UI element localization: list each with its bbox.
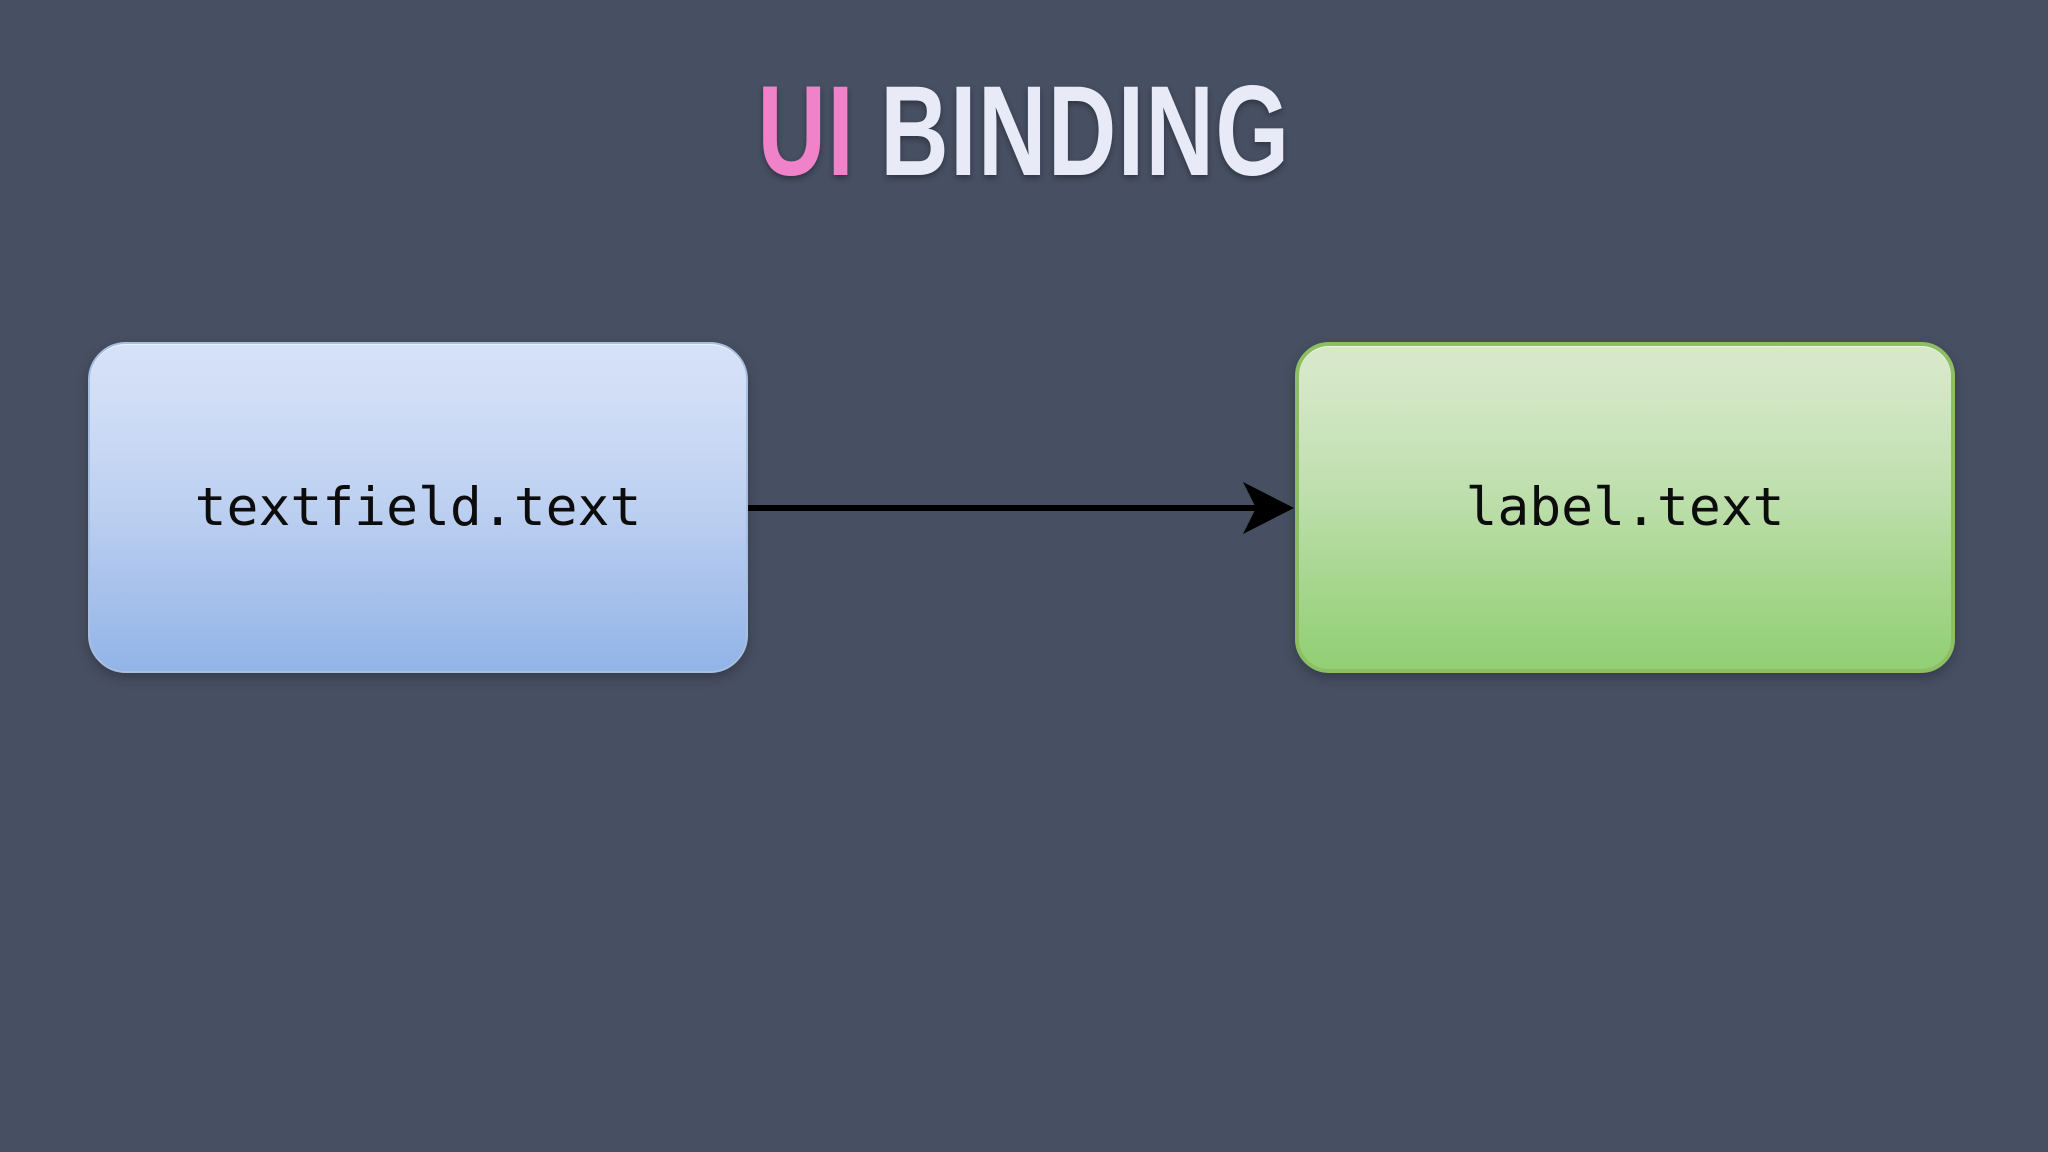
node-label-label: label.text [1465, 477, 1785, 538]
node-textfield[interactable]: textfield.text [88, 342, 748, 673]
title-main-word: BINDING [880, 60, 1291, 203]
node-textfield-label: textfield.text [194, 477, 642, 538]
binding-arrow-head [1243, 482, 1294, 534]
node-label[interactable]: label.text [1295, 342, 1955, 673]
title-accent-word: UI [757, 60, 856, 203]
